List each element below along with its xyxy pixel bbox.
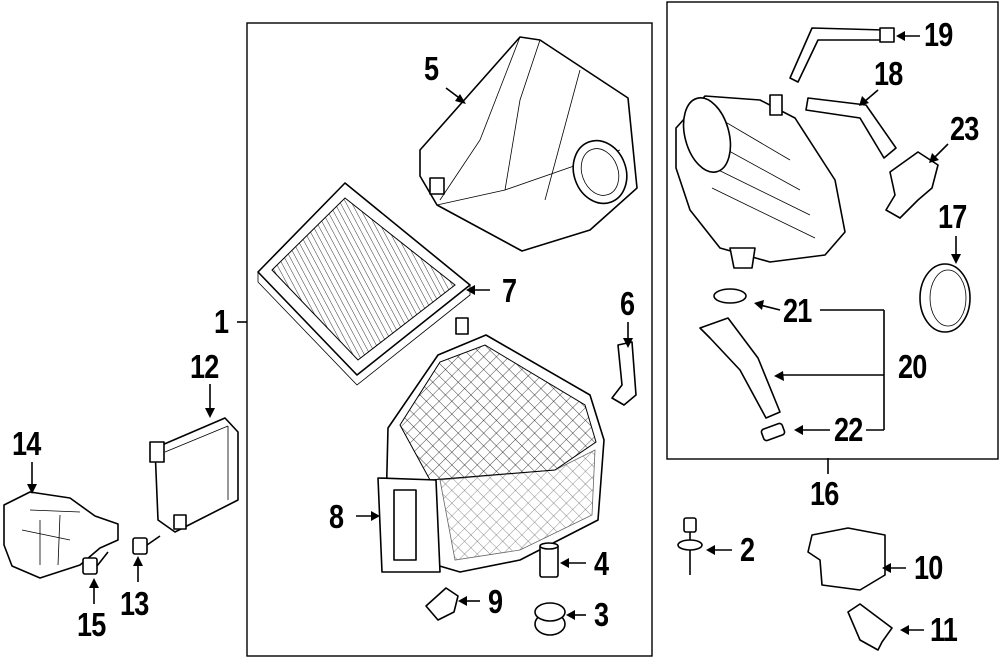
bolt-13: [132, 535, 161, 555]
intake-duct-group-box: [666, 1, 999, 460]
clip-9: [425, 587, 459, 621]
callout-9: 9: [488, 583, 503, 620]
intake-resonator: [675, 94, 846, 269]
air-filter-element: [257, 182, 471, 386]
callout-1: 1: [214, 303, 229, 340]
callout-4: 4: [594, 545, 609, 582]
callout-15: 15: [77, 606, 106, 643]
lower-housing: [377, 317, 605, 573]
callout-5: 5: [424, 50, 439, 87]
duct-20: [699, 317, 781, 419]
hose-18: [805, 97, 897, 159]
callout-21: 21: [783, 292, 812, 329]
plug-22: [760, 422, 786, 442]
air-cleaner-group-box: [246, 22, 653, 657]
bracket-23: [885, 151, 939, 219]
insulator-3: [534, 602, 566, 636]
callout-22: 22: [834, 411, 863, 448]
callout-7: 7: [502, 272, 517, 309]
callout-8: 8: [329, 498, 344, 535]
callout-16: 16: [810, 475, 839, 512]
bolt-2: [677, 517, 703, 575]
callout-2: 2: [740, 531, 755, 568]
callout-14: 14: [12, 425, 41, 462]
callout-12: 12: [190, 348, 219, 385]
bracket-10: [807, 527, 886, 591]
clamp-21: [713, 288, 747, 304]
sensor-14: [3, 491, 119, 579]
bolt-15: [82, 551, 109, 575]
hose-19: [789, 27, 885, 83]
callout-13: 13: [120, 585, 149, 622]
grommet-4: [539, 542, 559, 578]
callout-3: 3: [594, 596, 609, 633]
clamp-ring-17: [919, 263, 971, 333]
callout-10: 10: [914, 549, 943, 586]
upper-housing-cover: [419, 36, 638, 252]
control-module-12: [149, 417, 239, 533]
bolt-11: [847, 603, 893, 651]
leader-lines: [27, 31, 961, 635]
bracket-6: [611, 341, 637, 406]
callout-23: 23: [950, 110, 979, 147]
callout-17: 17: [938, 198, 967, 235]
callout-19: 19: [924, 16, 953, 53]
callout-11: 11: [930, 611, 958, 648]
callout-20: 20: [898, 348, 927, 385]
callout-18: 18: [874, 55, 903, 92]
callout-6: 6: [620, 285, 635, 322]
